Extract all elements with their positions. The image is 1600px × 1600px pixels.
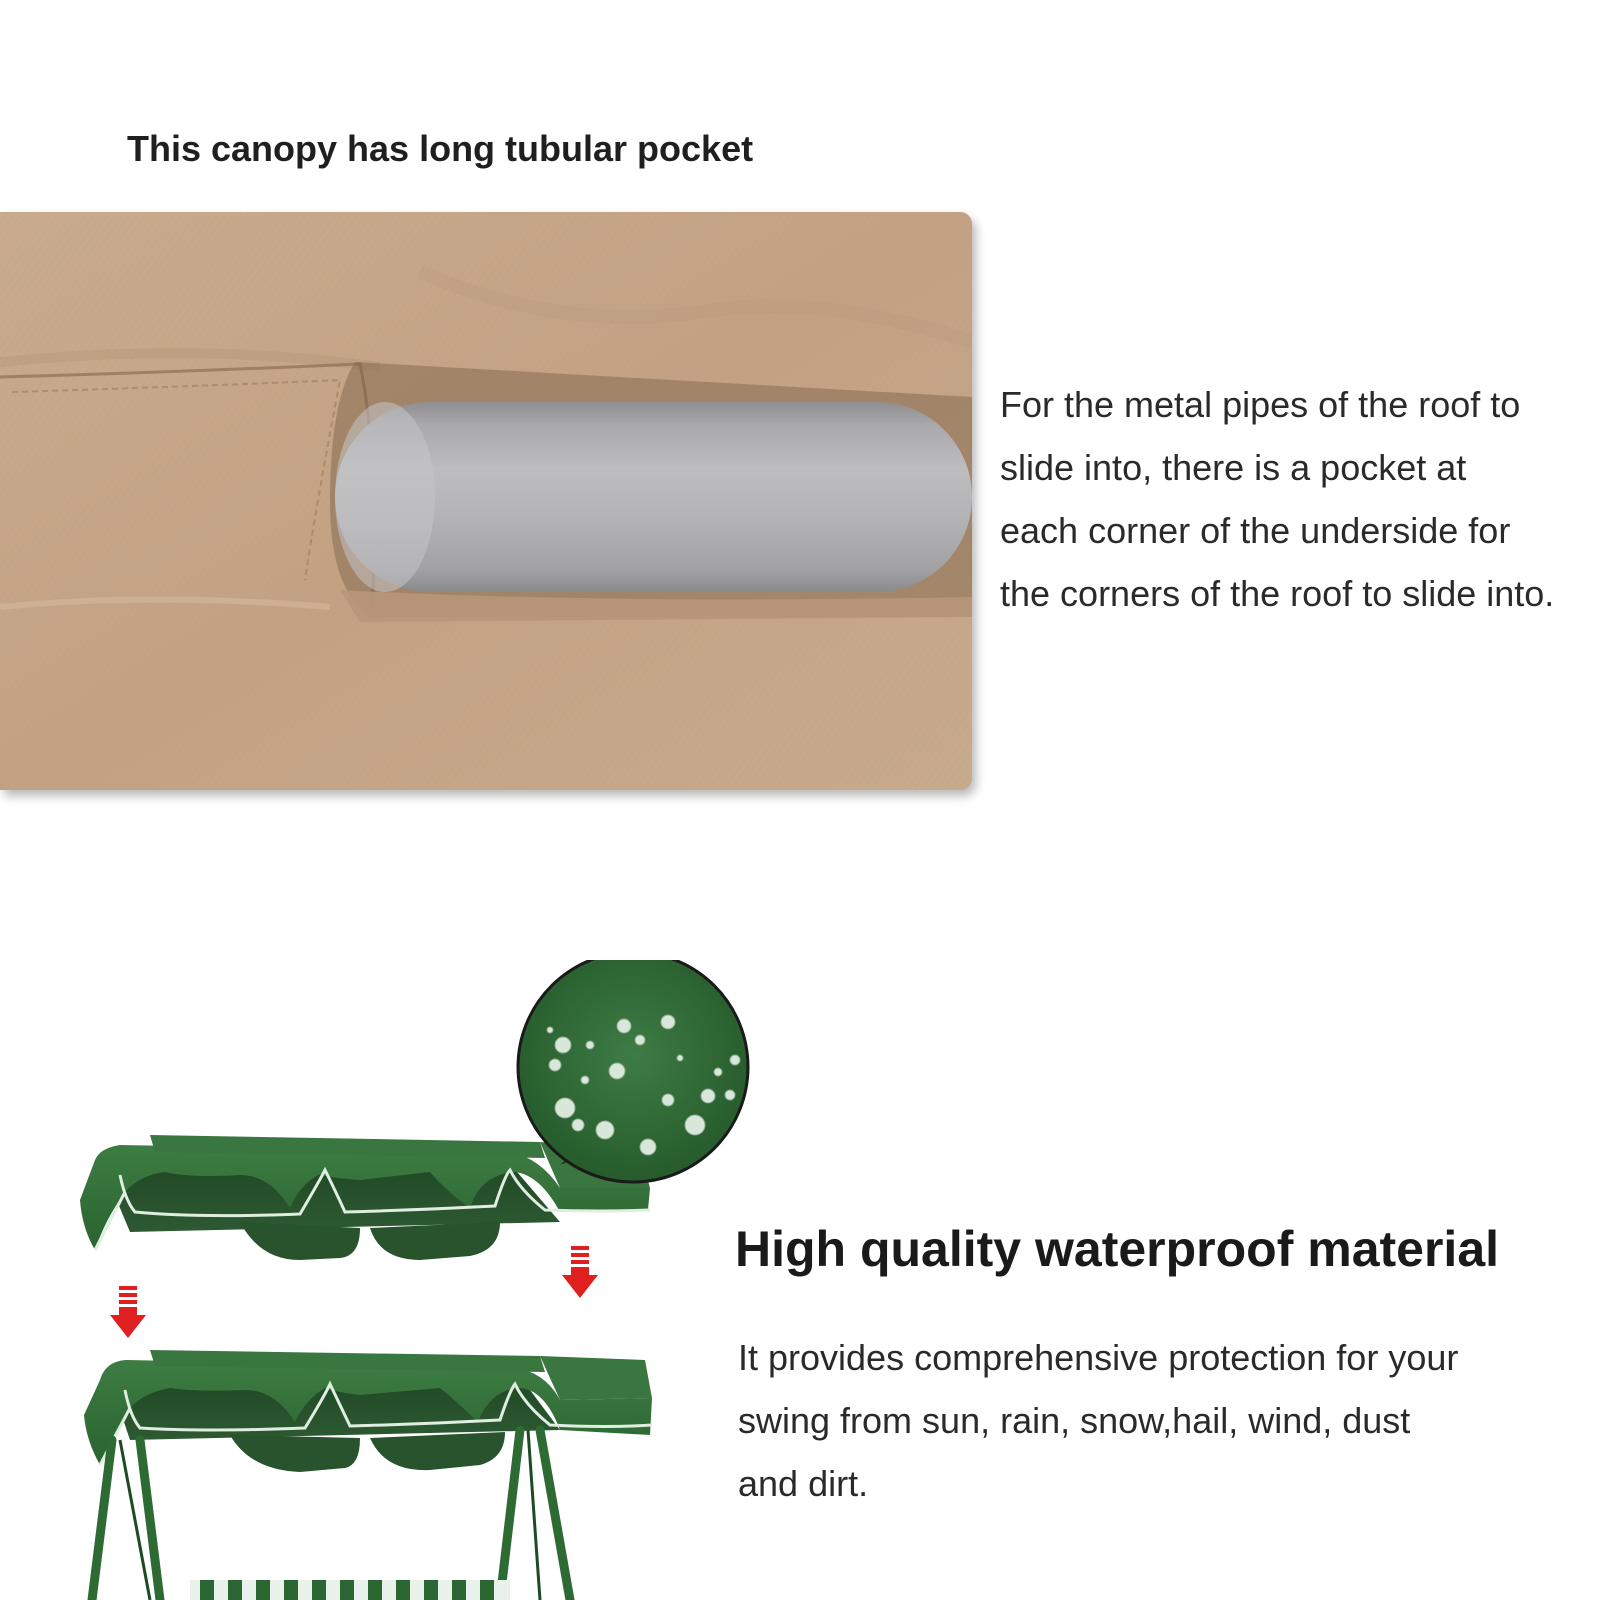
pocket-description-line: slide into, there is a pocket at [1000,447,1467,488]
waterproof-description-line: It provides comprehensive protection for… [738,1337,1459,1378]
waterproof-heading: High quality waterproof material [735,1221,1500,1277]
waterproof-description-line: and dirt. [738,1463,869,1504]
waterproof-description: It provides comprehensive protection for… [738,1326,1558,1515]
down-arrow-icon [110,1286,146,1338]
waterproof-description-line: swing from sun, rain, snow,hail, wind, d… [738,1400,1411,1441]
pocket-heading: This canopy has long tubular pocket [127,128,754,169]
down-arrow-icon [562,1246,598,1298]
pocket-description-line: the corners of the roof to slide into. [1000,573,1555,614]
canopy-on-swing [84,1350,653,1600]
waterproof-detail-circle [516,960,750,1184]
pocket-description: For the metal pipes of the roof to slide… [1000,373,1600,625]
swing-canopy-illustration [0,960,780,1600]
tubular-pocket-photo [0,212,972,790]
pocket-description-line: For the metal pipes of the roof to [1000,384,1521,425]
pocket-description-line: each corner of the underside for [1000,510,1511,551]
